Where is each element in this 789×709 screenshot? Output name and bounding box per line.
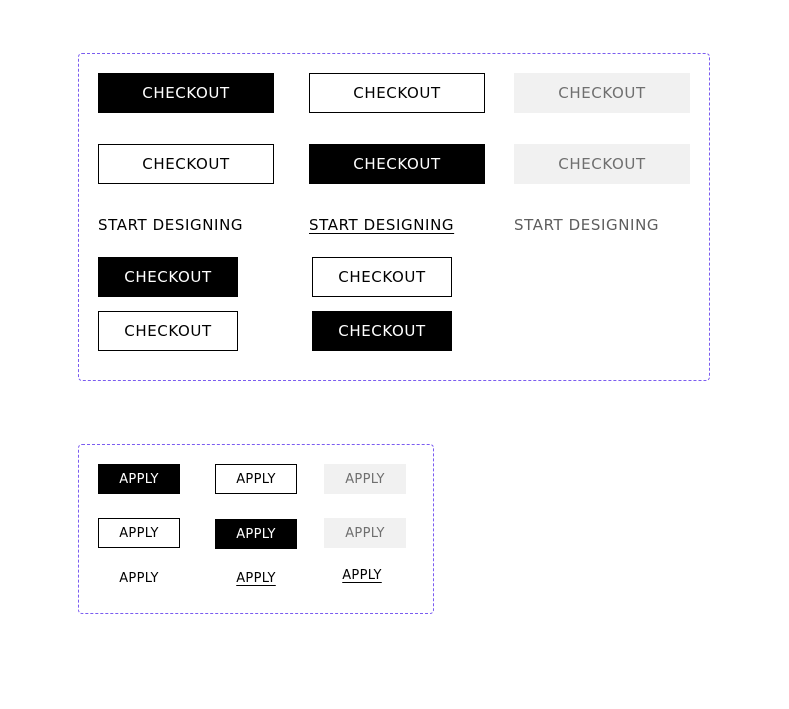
apply-disabled-button[interactable]: APPLY [324, 464, 406, 494]
large-buttons-panel [78, 53, 710, 381]
start-designing-text-button[interactable]: START DESIGNING [98, 216, 244, 234]
checkout-compact-primary-button[interactable]: CHECKOUT [312, 311, 452, 351]
apply-link-button[interactable]: APPLY [342, 567, 382, 583]
small-buttons-panel [78, 444, 434, 614]
apply-disabled-button[interactable]: APPLY [324, 518, 406, 548]
checkout-primary-button[interactable]: CHECKOUT [309, 144, 485, 184]
checkout-disabled-button[interactable]: CHECKOUT [514, 144, 690, 184]
checkout-secondary-button[interactable]: CHECKOUT [309, 73, 485, 113]
checkout-secondary-button[interactable]: CHECKOUT [98, 144, 274, 184]
start-designing-link-button[interactable]: START DESIGNING [309, 216, 455, 234]
apply-secondary-button[interactable]: APPLY [215, 464, 297, 494]
apply-text-button[interactable]: APPLY [119, 570, 159, 586]
checkout-disabled-button[interactable]: CHECKOUT [514, 73, 690, 113]
checkout-compact-secondary-button[interactable]: CHECKOUT [98, 311, 238, 351]
checkout-compact-secondary-button[interactable]: CHECKOUT [312, 257, 452, 297]
start-designing-disabled-button[interactable]: START DESIGNING [514, 216, 660, 234]
apply-primary-button[interactable]: APPLY [98, 464, 180, 494]
checkout-primary-button[interactable]: CHECKOUT [98, 73, 274, 113]
apply-primary-button[interactable]: APPLY [215, 519, 297, 549]
apply-link-button[interactable]: APPLY [236, 570, 276, 586]
checkout-compact-primary-button[interactable]: CHECKOUT [98, 257, 238, 297]
apply-secondary-button[interactable]: APPLY [98, 518, 180, 548]
